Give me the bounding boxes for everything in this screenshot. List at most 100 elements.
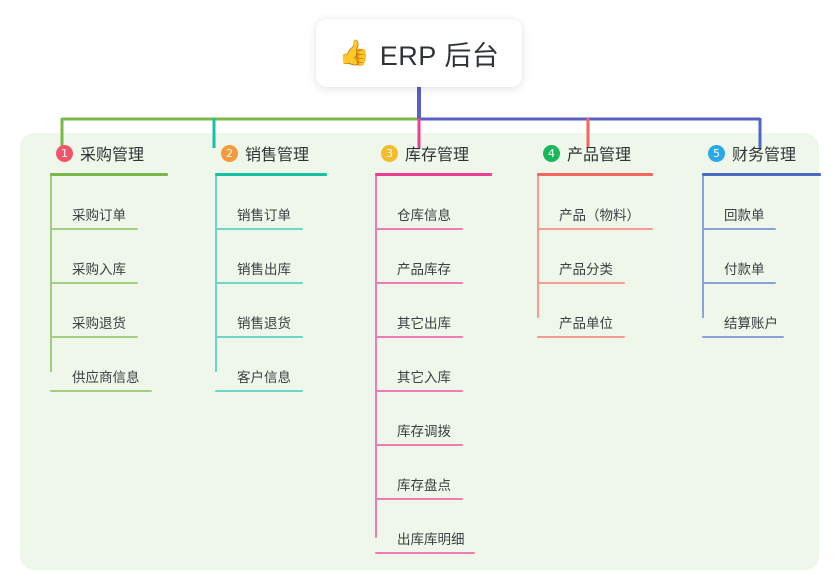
leaf-item-rule <box>375 336 463 338</box>
leaf-item-label: 付款单 <box>724 262 765 277</box>
leaf-item-label: 采购订单 <box>72 208 126 223</box>
leaf-spine-line <box>702 176 704 318</box>
branch-column-2: 2 销售管理销售订单销售出库销售退货客户信息 <box>203 133 327 392</box>
branch-header-2[interactable]: 2 销售管理 <box>203 133 327 173</box>
leaf-item-rule <box>375 282 463 284</box>
leaf-spine-line <box>215 176 217 372</box>
leaf-item-rule <box>215 336 303 338</box>
leaf-item-rule <box>537 336 625 338</box>
leaf-item-rule <box>375 552 475 554</box>
leaf-item-label: 其它入库 <box>397 370 451 385</box>
leaf-item-rule <box>215 390 303 392</box>
leaf-item[interactable]: 采购退货 <box>50 284 168 338</box>
branch-header-rule <box>375 173 492 176</box>
branch-number-badge: 4 <box>543 144 560 162</box>
leaf-item[interactable]: 销售订单 <box>215 176 327 230</box>
branch-column-4: 4 产品管理产品（物料） 产品分类产品单位 <box>525 133 653 338</box>
leaf-item-label: 其它出库 <box>397 316 451 331</box>
leaf-item-rule <box>50 282 138 284</box>
leaf-spine-line <box>50 176 52 372</box>
leaf-item-rule <box>702 282 776 284</box>
leaf-item-label: 销售退货 <box>237 316 291 331</box>
leaf-item-rule <box>702 228 776 230</box>
leaf-item-rule <box>375 498 463 500</box>
leaf-item-label: 采购入库 <box>72 262 126 277</box>
leaf-item-label: 产品（物料） <box>559 208 640 223</box>
leaf-item[interactable]: 结算账户 <box>702 284 821 338</box>
leaf-item-rule <box>375 228 463 230</box>
branch-header-4[interactable]: 4 产品管理 <box>525 133 653 173</box>
leaf-list: 产品（物料） 产品分类产品单位 <box>537 176 653 338</box>
leaf-spine-line <box>537 176 539 318</box>
branch-number-badge: 3 <box>381 144 398 162</box>
branch-header-rule <box>215 173 327 176</box>
leaf-item-label: 销售订单 <box>237 208 291 223</box>
leaf-list: 回款单付款单结算账户 <box>702 176 821 338</box>
branch-column-3: 3 库存管理仓库信息产品库存其它出库其它入库库存调拨库存盘点出库库明细 <box>363 133 492 554</box>
leaf-item[interactable]: 仓库信息 <box>375 176 492 230</box>
leaf-item-rule <box>50 228 138 230</box>
leaf-item[interactable]: 采购入库 <box>50 230 168 284</box>
leaf-item-label: 出库库明细 <box>397 532 465 547</box>
branch-title: 库存管理 <box>405 147 470 164</box>
branch-header-5[interactable]: 5 财务管理 <box>690 133 821 173</box>
leaf-item[interactable]: 其它入库 <box>375 338 492 392</box>
branch-title: 采购管理 <box>80 147 145 164</box>
leaf-item-label: 库存调拨 <box>397 424 451 439</box>
leaf-item-label: 供应商信息 <box>72 370 140 385</box>
leaf-item-label: 仓库信息 <box>397 208 451 223</box>
branch-number-badge: 5 <box>708 144 725 162</box>
leaf-item-rule <box>215 282 303 284</box>
leaf-item-rule <box>50 390 152 392</box>
leaf-item[interactable]: 产品分类 <box>537 230 653 284</box>
leaf-item[interactable]: 库存盘点 <box>375 446 492 500</box>
branch-title: 产品管理 <box>567 147 632 164</box>
leaf-item[interactable]: 付款单 <box>702 230 821 284</box>
branch-number-badge: 1 <box>56 144 73 162</box>
branch-columns: 1 采购管理采购订单采购入库采购退货供应商信息 2 销售管理销售订单销售出库销售退货客… <box>20 133 821 570</box>
leaf-item-rule <box>215 228 303 230</box>
leaf-list: 销售订单销售出库销售退货客户信息 <box>215 176 327 392</box>
branch-number-badge: 2 <box>221 144 238 162</box>
leaf-item[interactable]: 出库库明细 <box>375 500 492 554</box>
leaf-spine-line <box>375 176 377 538</box>
leaf-item-label: 产品库存 <box>397 262 451 277</box>
leaf-item-label: 产品单位 <box>559 316 613 331</box>
leaf-item[interactable]: 产品单位 <box>537 284 653 338</box>
leaf-item[interactable]: 产品库存 <box>375 230 492 284</box>
page-title: ERP 后台 <box>379 40 500 71</box>
leaf-item[interactable]: 回款单 <box>702 176 821 230</box>
leaf-item-rule <box>375 390 463 392</box>
branch-title: 销售管理 <box>245 147 310 164</box>
leaf-item[interactable]: 供应商信息 <box>50 338 168 392</box>
branch-header-3[interactable]: 3 库存管理 <box>363 133 492 173</box>
leaf-item-label: 结算账户 <box>724 316 778 331</box>
leaf-item[interactable]: 产品（物料） <box>537 176 653 230</box>
leaf-item-label: 回款单 <box>724 208 765 223</box>
branch-title: 财务管理 <box>732 147 797 164</box>
leaf-list: 仓库信息产品库存其它出库其它入库库存调拨库存盘点出库库明细 <box>375 176 492 554</box>
branch-header-1[interactable]: 1 采购管理 <box>38 133 168 173</box>
thumbs-up-icon: 👍 <box>338 38 370 67</box>
leaf-item[interactable]: 库存调拨 <box>375 392 492 446</box>
leaf-item-label: 产品分类 <box>559 262 613 277</box>
leaf-item[interactable]: 客户信息 <box>215 338 327 392</box>
branch-header-rule <box>50 173 168 176</box>
leaf-item-label: 客户信息 <box>237 370 291 385</box>
leaf-item-rule <box>50 336 138 338</box>
leaf-item-label: 销售出库 <box>237 262 291 277</box>
branch-header-rule <box>702 173 821 176</box>
branch-column-1: 1 采购管理采购订单采购入库采购退货供应商信息 <box>38 133 168 392</box>
leaf-item[interactable]: 采购订单 <box>50 176 168 230</box>
leaf-item-label: 库存盘点 <box>397 478 451 493</box>
leaf-item[interactable]: 其它出库 <box>375 284 492 338</box>
leaf-item-rule <box>702 336 784 338</box>
leaf-item[interactable]: 销售出库 <box>215 230 327 284</box>
leaf-list: 采购订单采购入库采购退货供应商信息 <box>50 176 168 392</box>
branch-column-5: 5 财务管理回款单付款单结算账户 <box>690 133 821 338</box>
leaf-item[interactable]: 销售退货 <box>215 284 327 338</box>
root-node-title-card[interactable]: 👍 ERP 后台 <box>316 19 522 87</box>
leaf-item-label: 采购退货 <box>72 316 126 331</box>
branch-header-rule <box>537 173 653 176</box>
